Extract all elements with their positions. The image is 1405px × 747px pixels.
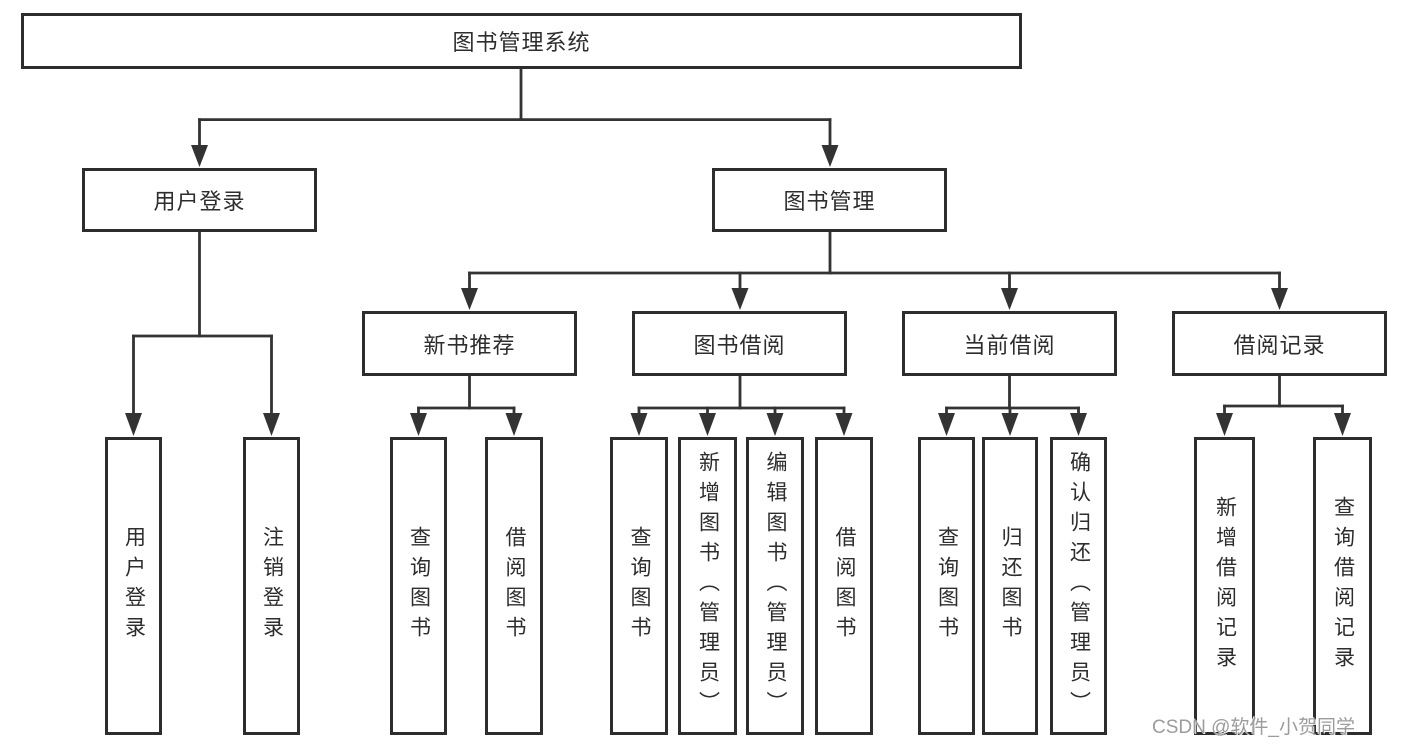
- leaf-logout: 注销登录: [243, 437, 300, 735]
- leaf-cb-confirm-return-label: 确认归还（管理员）: [1067, 451, 1091, 721]
- arrowhead: [505, 413, 523, 436]
- leaf-logout-label: 注销登录: [260, 526, 284, 646]
- arrowhead: [938, 413, 955, 436]
- node-book-management-label: 图书管理: [783, 189, 876, 214]
- node-user-login: 用户登录: [82, 168, 317, 232]
- leaf-rec-query-books-label: 查询图书: [407, 526, 431, 646]
- leaf-br-query-record-label: 查询借阅记录: [1331, 496, 1355, 676]
- node-new-book-recommend-label: 新书推荐: [423, 332, 516, 358]
- leaf-bb-add-books-label: 新增图书（管理员）: [696, 451, 720, 721]
- leaf-rec-query-books: 查询图书: [390, 437, 447, 735]
- node-book-borrow-label: 图书借阅: [693, 332, 786, 358]
- arrowhead: [1001, 288, 1018, 310]
- arrowhead: [1070, 413, 1087, 436]
- arrowhead: [630, 413, 648, 436]
- leaf-bb-borrow-books-label: 借阅图书: [833, 526, 856, 646]
- arrowhead: [410, 413, 427, 436]
- arrowhead: [821, 145, 839, 167]
- leaf-bb-edit-books-label: 编辑图书（管理员）: [764, 451, 787, 721]
- arrowhead: [1334, 413, 1351, 436]
- connector-bookmgmt-drops: [468, 271, 1281, 297]
- leaf-cb-return-books-label: 归还图书: [999, 526, 1022, 646]
- arrowhead: [699, 413, 716, 436]
- node-library-system-label: 图书管理系统: [452, 30, 591, 55]
- node-borrow-records: 借阅记录: [1172, 311, 1387, 376]
- node-book-borrow: 图书借阅: [632, 311, 847, 376]
- leaf-cb-confirm-return: 确认归还（管理员）: [1050, 437, 1107, 735]
- leaf-bb-edit-books: 编辑图书（管理员）: [746, 437, 804, 735]
- leaf-cb-query-books: 查询图书: [918, 437, 975, 735]
- node-current-borrow: 当前借阅: [902, 311, 1117, 376]
- node-user-login-label: 用户登录: [153, 189, 246, 214]
- leaf-bb-query-books: 查询图书: [610, 437, 668, 735]
- connector-bookborrow-drops: [637, 406, 846, 418]
- arrowhead: [263, 413, 280, 436]
- connector-root-drops: [198, 118, 832, 152]
- leaf-bb-query-books-label: 查询图书: [628, 526, 651, 646]
- arrowhead: [1001, 413, 1019, 436]
- arrowhead: [461, 288, 478, 310]
- leaf-user-login-label: 用户登录: [122, 526, 146, 646]
- arrowhead: [125, 413, 142, 436]
- node-book-management: 图书管理: [712, 168, 947, 232]
- leaf-user-login: 用户登录: [105, 437, 162, 735]
- leaf-cb-return-books: 归还图书: [982, 437, 1038, 735]
- leaf-br-add-record: 新增借阅记录: [1194, 437, 1255, 735]
- node-library-system: 图书管理系统: [21, 13, 1022, 69]
- csdn-watermark: CSDN @软件_小贺同学: [1152, 717, 1355, 738]
- node-new-book-recommend: 新书推荐: [362, 311, 577, 376]
- arrowhead: [1216, 413, 1233, 436]
- arrowhead: [191, 145, 208, 167]
- arrowhead: [766, 413, 784, 436]
- arrowhead: [835, 413, 853, 436]
- leaf-cb-query-books-label: 查询图书: [935, 526, 959, 646]
- leaf-bb-add-books: 新增图书（管理员）: [678, 437, 737, 735]
- arrowhead: [1271, 288, 1288, 310]
- connector-borrowrecords-drops: [1223, 404, 1344, 418]
- leaf-br-add-record-label: 新增借阅记录: [1213, 496, 1237, 676]
- node-borrow-records-label: 借阅记录: [1233, 332, 1326, 358]
- arrowhead: [731, 288, 749, 310]
- connector-userlogin-drops: [132, 334, 273, 418]
- leaf-rec-borrow-books: 借阅图书: [485, 437, 543, 735]
- leaf-br-query-record: 查询借阅记录: [1313, 437, 1372, 735]
- node-current-borrow-label: 当前借阅: [963, 332, 1056, 358]
- leaf-rec-borrow-books-label: 借阅图书: [503, 526, 526, 646]
- leaf-bb-borrow-books: 借阅图书: [815, 437, 873, 735]
